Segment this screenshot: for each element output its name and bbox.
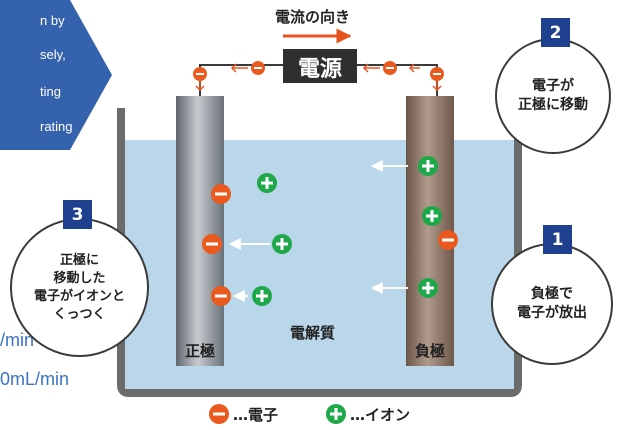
positive-electrode-label: 正極 <box>184 342 215 360</box>
bg-text-fragment-1: /min <box>0 330 35 350</box>
wire-right <box>357 64 438 96</box>
ion-flow-arrows <box>228 160 408 302</box>
wire-flow-arrows <box>195 63 442 92</box>
electrode-electrons <box>202 184 458 306</box>
legend-electron-label: …電子 <box>233 406 279 424</box>
positive-electrode <box>176 96 224 366</box>
step-1-badge: 1 <box>543 225 572 254</box>
step-1-line-2: 電子が放出 <box>517 305 587 321</box>
wire-left <box>199 64 283 96</box>
step-3-badge: 3 <box>63 200 92 229</box>
step-1-line-1: 負極で <box>531 286 573 302</box>
wire-electrons <box>193 61 444 81</box>
current-direction-label: 電流の向き <box>275 8 351 26</box>
container-outline <box>117 108 522 397</box>
power-source-label: 電源 <box>297 57 342 82</box>
callout-panel <box>0 0 112 150</box>
negative-electrode-label: 負極 <box>414 342 445 360</box>
callout-line-1: n by <box>40 13 65 28</box>
callout-line-4: rating <box>40 119 73 134</box>
callout-line-2: sely, <box>40 47 66 62</box>
step-2-line-2: 正極に移動 <box>518 97 588 113</box>
step-3-line-4: くっつく <box>53 306 106 322</box>
step-2-badge: 2 <box>541 18 570 47</box>
bg-text-fragment-2: 0mL/min <box>0 369 70 389</box>
step-1-callout: 負極で 電子が放出 <box>491 243 613 365</box>
ions <box>252 156 442 306</box>
callout-line-3: ting <box>40 84 61 99</box>
legend-ion-label: …イオン <box>350 406 411 424</box>
power-source-box <box>283 49 357 83</box>
electrolyte-label: 電解質 <box>290 324 336 342</box>
legend-icons <box>209 404 346 424</box>
step-3-line-2: 移動した <box>53 270 106 286</box>
step-3-line-1: 正極に <box>59 252 99 268</box>
step-3-callout: 正極に 移動した 電子がイオンと くっつく <box>10 218 149 357</box>
step-3-line-3: 電子がイオンと <box>33 288 125 304</box>
step-2-callout: 電子が 正極に移動 <box>495 38 611 154</box>
step-2-line-1: 電子が <box>532 78 574 94</box>
